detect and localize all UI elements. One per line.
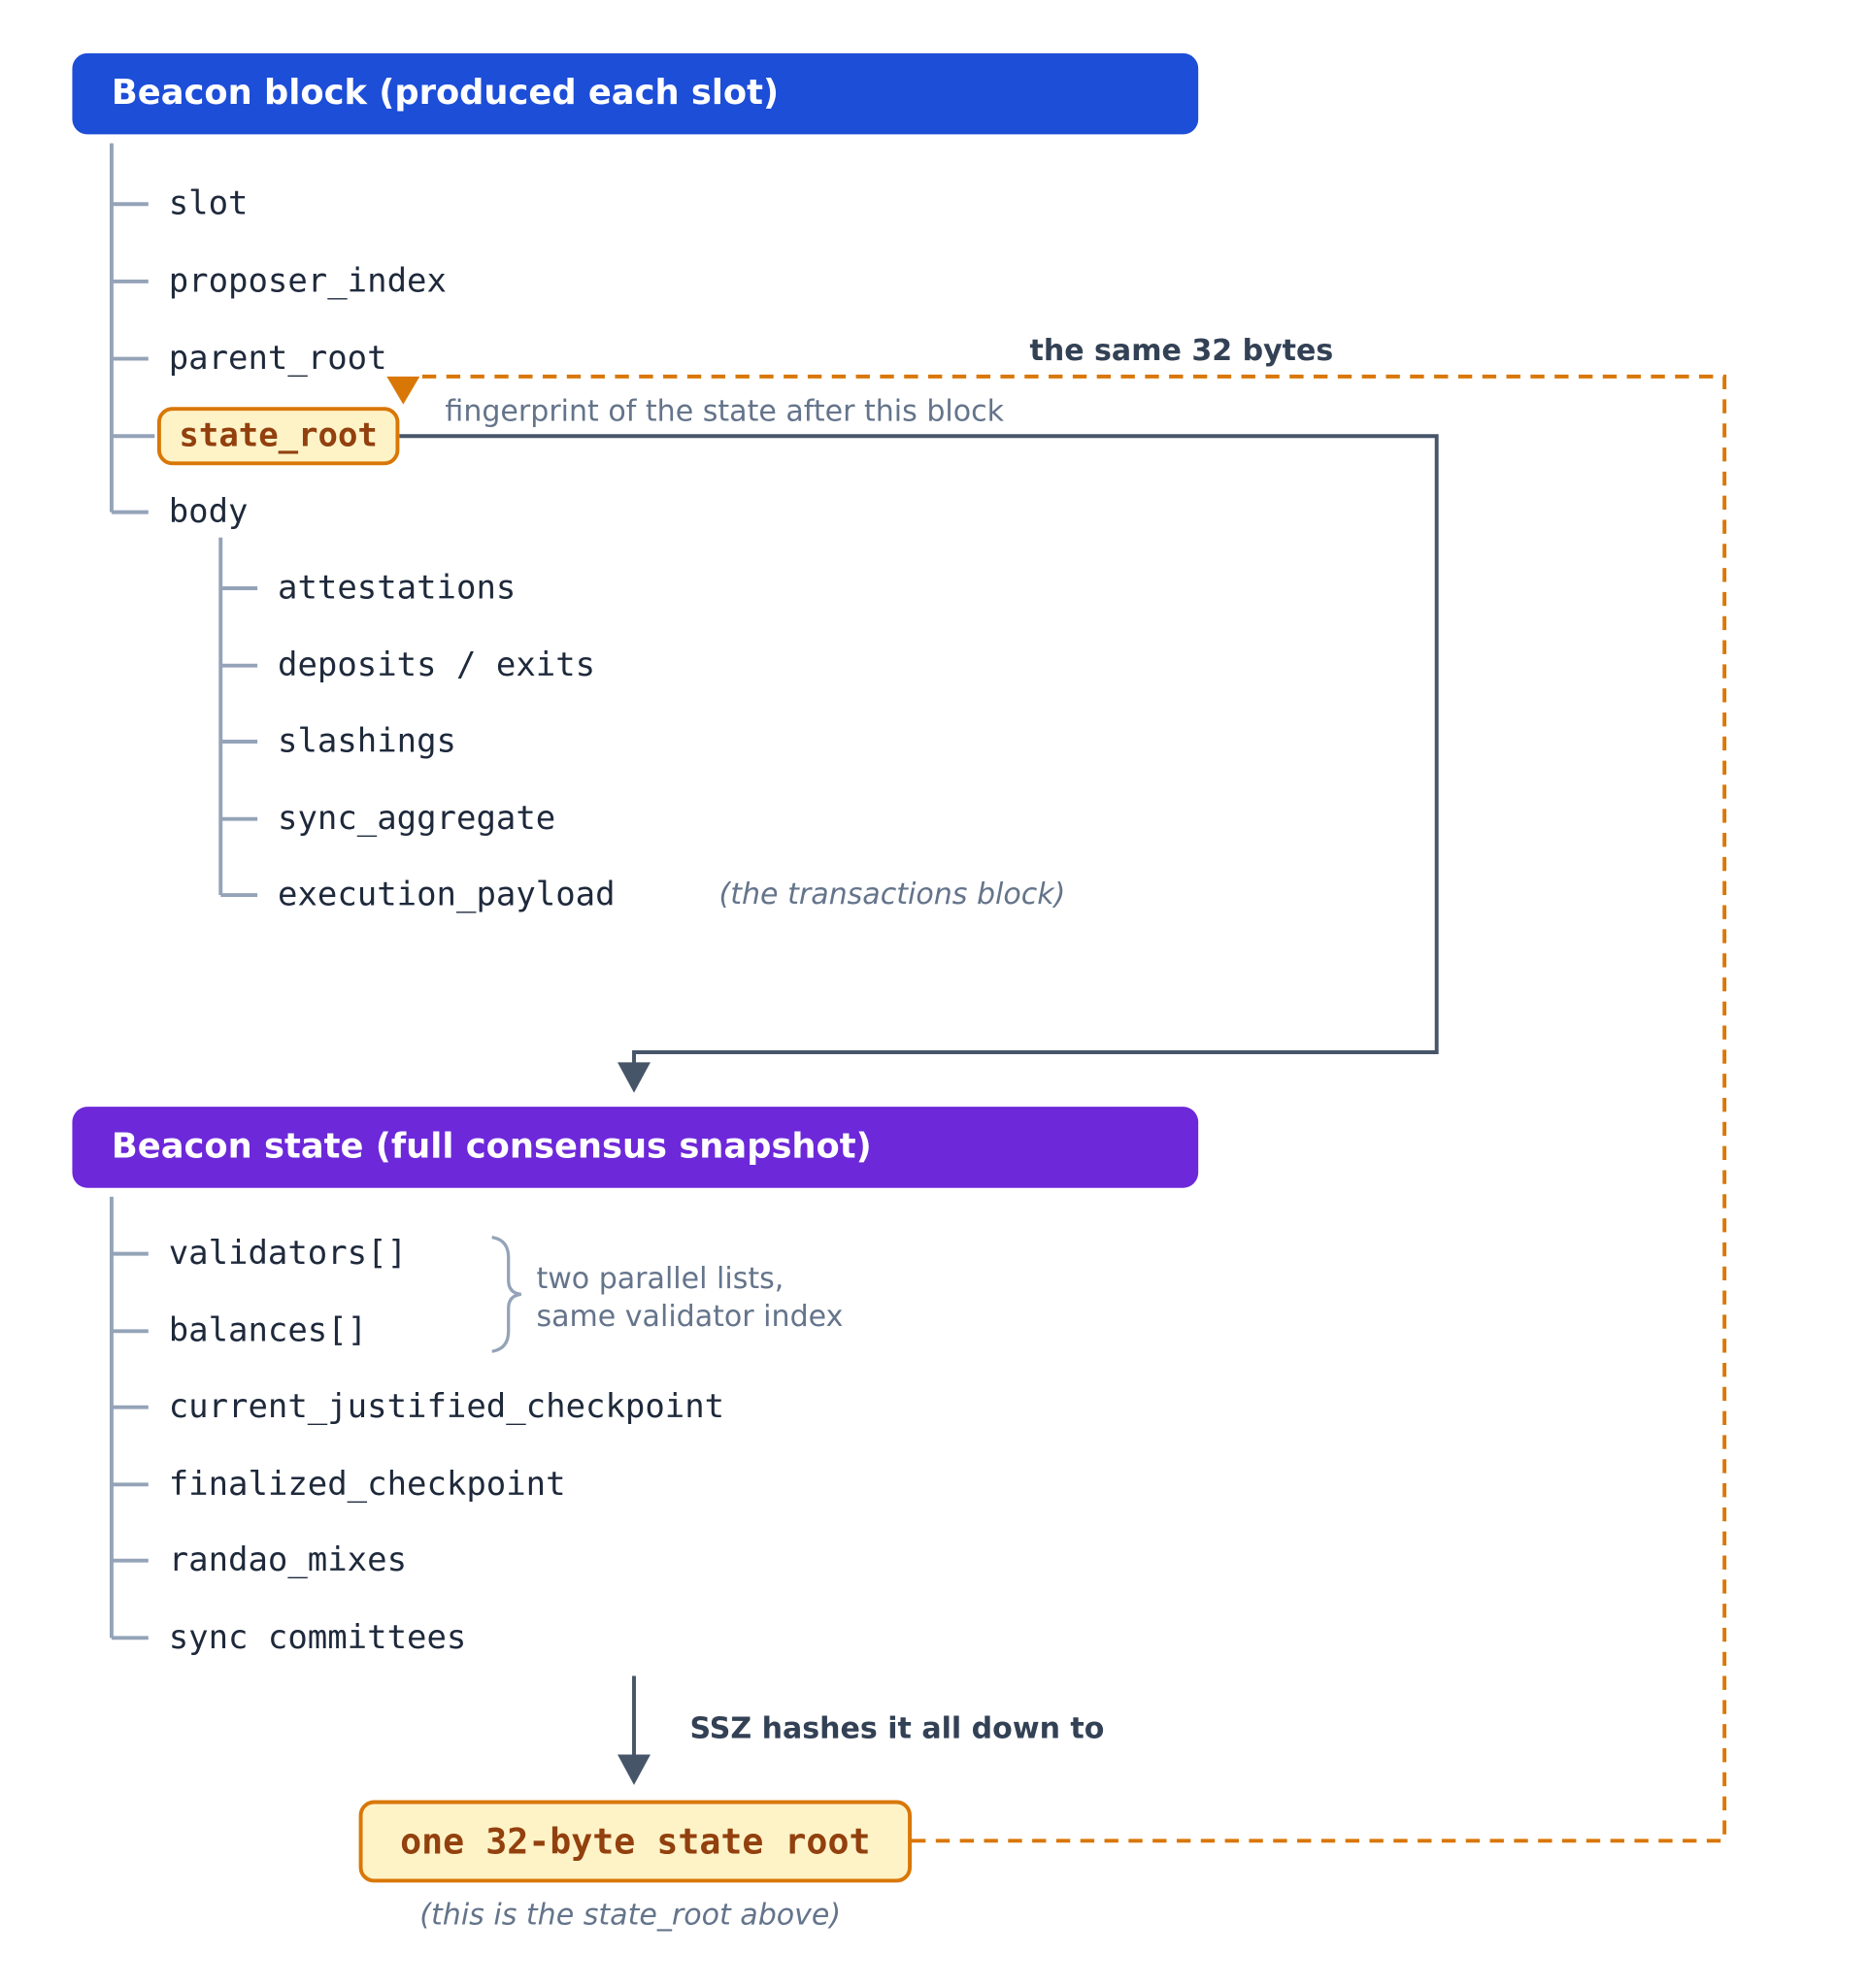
state-field-balances: balances[]: [168, 1311, 368, 1350]
state-field-current-justified-checkpoint: current_justified_checkpoint: [168, 1388, 725, 1427]
state-tree-lines: [109, 1196, 149, 1640]
block-field-parent-root: parent_root: [168, 340, 387, 379]
block-field-state-root: state_root: [156, 407, 400, 466]
parallel-lists-note-line1: two parallel lists,: [536, 1262, 784, 1296]
body-field-attestations: attestations: [278, 569, 517, 608]
state-root-connector: [399, 434, 1439, 1068]
state-field-finalized-checkpoint: finalized_checkpoint: [168, 1465, 566, 1504]
body-field-sync-aggregate: sync_aggregate: [278, 800, 556, 839]
parallel-lists-note-line2: same validator index: [536, 1300, 844, 1334]
beacon-state-header: Beacon state (full consensus snapshot): [72, 1107, 1199, 1188]
state-field-randao-mixes: randao_mixes: [168, 1541, 408, 1580]
body-field-deposits-exits: deposits / exits: [278, 646, 596, 685]
body-field-execution-payload: execution_payload: [278, 876, 616, 914]
block-field-slot: slot: [168, 184, 249, 223]
block-tree-lines: [109, 143, 258, 897]
state-root-above-note: (this is the state_root above): [419, 1899, 842, 1933]
block-field-body: body: [168, 493, 249, 532]
state-field-validators: validators[]: [168, 1235, 408, 1274]
state-field-sync-committees: sync committees: [168, 1618, 467, 1657]
ssz-label: SSZ hashes it all down to: [689, 1712, 1105, 1746]
block-field-proposer-index: proposer_index: [168, 262, 447, 301]
beacon-block-header: Beacon block (produced each slot): [72, 52, 1199, 135]
one-32-byte-state-root-box: one 32-byte state root: [358, 1800, 913, 1883]
same-bytes-arrowhead: [386, 376, 420, 405]
state-root-note: fingerprint of the state after this bloc…: [445, 395, 1005, 429]
state-root-arrowhead: [617, 1062, 651, 1093]
execution-payload-note: (the transactions block): [718, 878, 1066, 912]
same-bytes-label: the same 32 bytes: [1029, 334, 1334, 368]
ssz-arrowhead: [617, 1754, 651, 1785]
body-field-slashings: slashings: [278, 722, 457, 761]
parallel-lists-brace: [491, 1236, 522, 1353]
same-bytes-dashed-link: [417, 374, 1727, 1843]
